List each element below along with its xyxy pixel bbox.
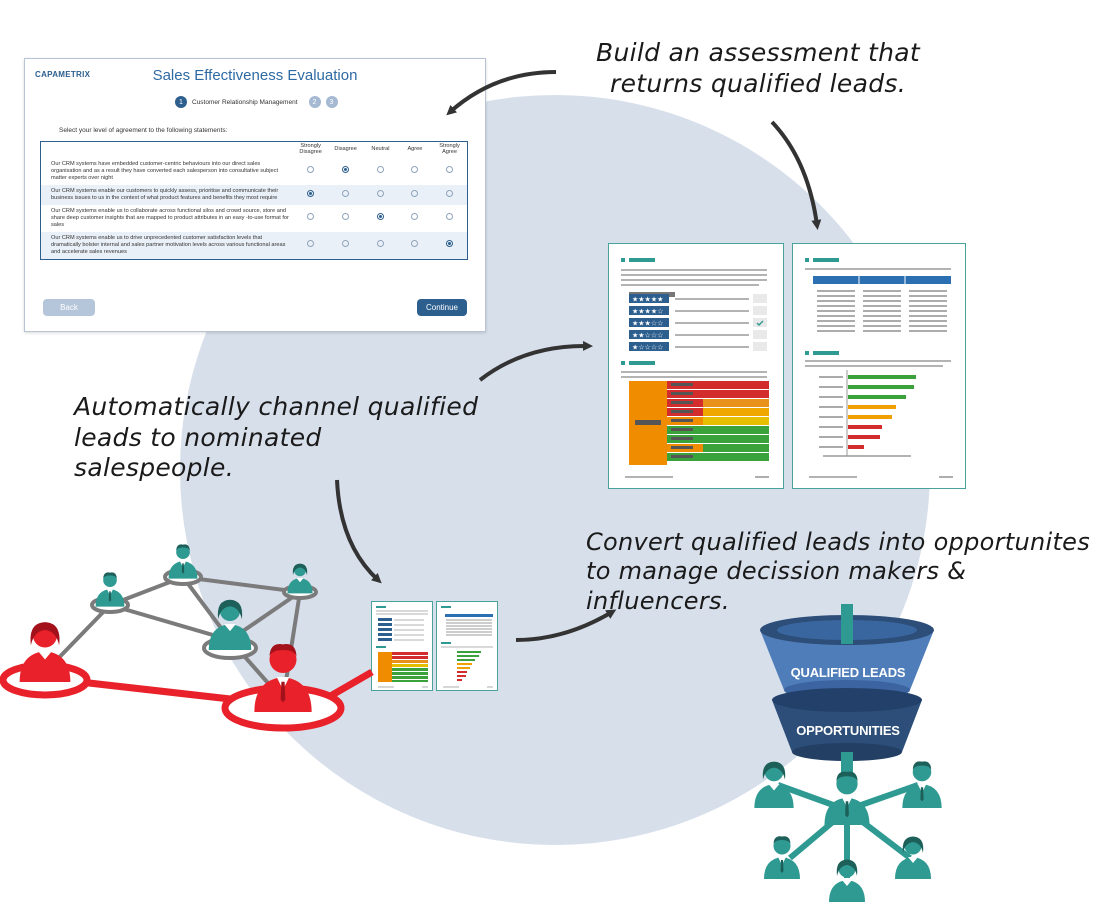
rating-radio[interactable] <box>307 166 315 174</box>
report-table-chart-graphic <box>805 258 953 478</box>
column-header-question <box>41 142 294 158</box>
rating-cell <box>293 205 328 232</box>
table-row: Our CRM systems have embedded customer-c… <box>41 158 468 185</box>
mini-report-page-1 <box>371 601 433 691</box>
step-2[interactable]: 2 <box>308 96 321 108</box>
rating-cell <box>328 231 364 260</box>
rating-cell <box>432 231 468 260</box>
rating-radio[interactable] <box>411 166 419 174</box>
column-header: Agree <box>407 145 423 152</box>
assessment-form: CAPAMETRIX Sales Effectiveness Evaluatio… <box>24 58 486 332</box>
rating-cell <box>398 205 432 232</box>
svg-text:★★★★★: ★★★★★ <box>632 296 663 304</box>
form-stepper: 1 Customer Relationship Management 2 3 <box>175 95 338 109</box>
rating-radio[interactable] <box>446 189 454 197</box>
mini-report-page-2 <box>436 601 498 691</box>
rating-cell <box>363 158 398 185</box>
funnel-label-qualified-leads: QUALIFIED LEADS <box>790 665 906 680</box>
rating-radio[interactable] <box>376 240 384 248</box>
report-page-ratings: ★★★★★ ★★★★☆ ★★★☆☆ ★★☆☆☆ ★☆☆☆☆ <box>608 243 784 489</box>
table-row: Our CRM systems enable us to collaborate… <box>41 205 468 232</box>
form-intro: Select your level of agreement to the fo… <box>59 127 228 134</box>
rating-radio[interactable] <box>307 240 315 248</box>
column-header: Disagree <box>334 145 357 152</box>
rating-cell <box>363 231 398 260</box>
svg-text:★★☆☆☆: ★★☆☆☆ <box>632 332 663 340</box>
mini-report-graphic-2 <box>441 606 493 688</box>
svg-text:★☆☆☆☆: ★☆☆☆☆ <box>632 344 663 352</box>
rating-radio[interactable] <box>376 166 384 174</box>
rating-radio[interactable] <box>411 213 419 221</box>
rating-radio[interactable] <box>446 213 454 221</box>
rating-radio[interactable] <box>342 189 350 197</box>
back-button[interactable]: Back <box>43 299 95 316</box>
rating-cell <box>328 205 363 232</box>
rating-cell <box>293 184 329 205</box>
rating-cell <box>432 184 468 205</box>
rating-cell <box>328 184 364 205</box>
active-step-label: Customer Relationship Management <box>192 98 298 106</box>
rating-radio[interactable] <box>342 240 350 248</box>
brand-logo: CAPAMETRIX <box>35 70 91 79</box>
rating-radio[interactable] <box>446 240 454 248</box>
statement-text: Our CRM systems enable us to drive unpre… <box>40 231 294 260</box>
step-3[interactable]: 3 <box>325 96 338 108</box>
rating-cell <box>293 158 328 185</box>
table-row: Our CRM systems enable us to drive unpre… <box>40 231 468 260</box>
caption-convert-leads: Convert qualified leads into opportunite… <box>586 528 1091 615</box>
rating-cell <box>363 184 398 205</box>
column-header: Neutral <box>371 145 390 152</box>
agreement-table: Strongly Disagree Disagree Neutral Agree… <box>40 141 468 260</box>
svg-text:★★★★☆: ★★★★☆ <box>632 308 663 316</box>
statement-text: Our CRM systems have embedded customer-c… <box>51 160 278 181</box>
svg-text:★★★☆☆: ★★★☆☆ <box>632 320 663 328</box>
report-ratings-graphic: ★★★★★ ★★★★☆ ★★★☆☆ ★★☆☆☆ ★☆☆☆☆ <box>621 258 769 478</box>
column-header: Strongly Disagree <box>299 143 322 155</box>
step-1[interactable]: 1 <box>175 96 187 108</box>
mini-report-graphic-1 <box>376 606 428 688</box>
report-page-table-chart <box>792 243 966 489</box>
funnel-label-opportunities: OPPORTUNITIES <box>796 723 900 738</box>
column-header: Strongly Agree <box>439 143 460 155</box>
statement-text: Our CRM systems enable us to collaborate… <box>51 207 289 228</box>
form-title: Sales Effectiveness Evaluation <box>152 67 358 84</box>
rating-radio[interactable] <box>376 189 384 197</box>
continue-button[interactable]: Continue <box>417 299 467 316</box>
rating-cell <box>363 205 398 232</box>
rating-radio[interactable] <box>376 213 384 221</box>
rating-radio[interactable] <box>342 166 350 174</box>
rating-cell <box>397 184 433 205</box>
rating-radio[interactable] <box>446 166 454 174</box>
rating-radio[interactable] <box>307 189 315 197</box>
rating-cell <box>398 158 432 185</box>
rating-radio[interactable] <box>411 189 419 197</box>
rating-cell <box>397 231 433 260</box>
rating-radio[interactable] <box>411 240 419 248</box>
rating-cell <box>432 205 467 232</box>
caption-build-assessment: Build an assessment that returns qualifi… <box>596 38 920 98</box>
rating-radio[interactable] <box>342 213 350 221</box>
rating-radio[interactable] <box>307 213 315 221</box>
caption-channel-leads: Automatically channel qualified leads to… <box>74 392 479 482</box>
rating-cell <box>328 158 363 185</box>
rating-cell <box>432 158 467 185</box>
statement-text: Our CRM systems enable our customers to … <box>40 184 294 205</box>
rating-cell <box>293 231 329 260</box>
table-row: Our CRM systems enable our customers to … <box>40 184 468 205</box>
